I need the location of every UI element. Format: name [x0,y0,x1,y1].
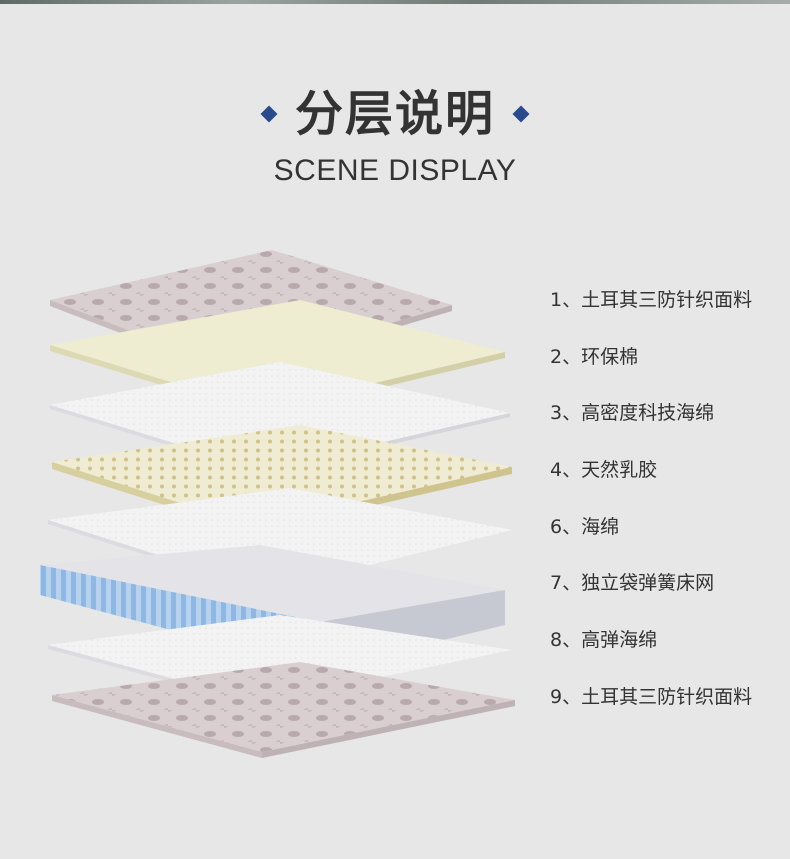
layer-label-9: 9、土耳其三防针织面料 [550,686,753,708]
layer-label-4: 4、天然乳胶 [550,459,658,481]
layer-label-2: 2、环保棉 [550,346,639,368]
layer-9-fabric [52,662,515,758]
layer-label-1: 1、土耳其三防针织面料 [550,289,753,311]
top-photo-strip [0,0,790,4]
page-title: 分层说明 [294,86,495,142]
page-subtitle: SCENE DISPLAY [273,154,517,187]
layer-label-8: 8、高弹海绵 [550,629,658,651]
layer-label-3: 3、高密度科技海绵 [550,402,715,424]
layer-label-6: 6、海绵 [550,516,620,538]
layer-label-7: 7、独立袋弹簧床网 [550,572,715,594]
mattress-layers-illustration [40,250,515,758]
title-row: 分层说明 [0,84,790,144]
diamond-left-icon [260,105,278,123]
diamond-right-icon [512,105,530,123]
